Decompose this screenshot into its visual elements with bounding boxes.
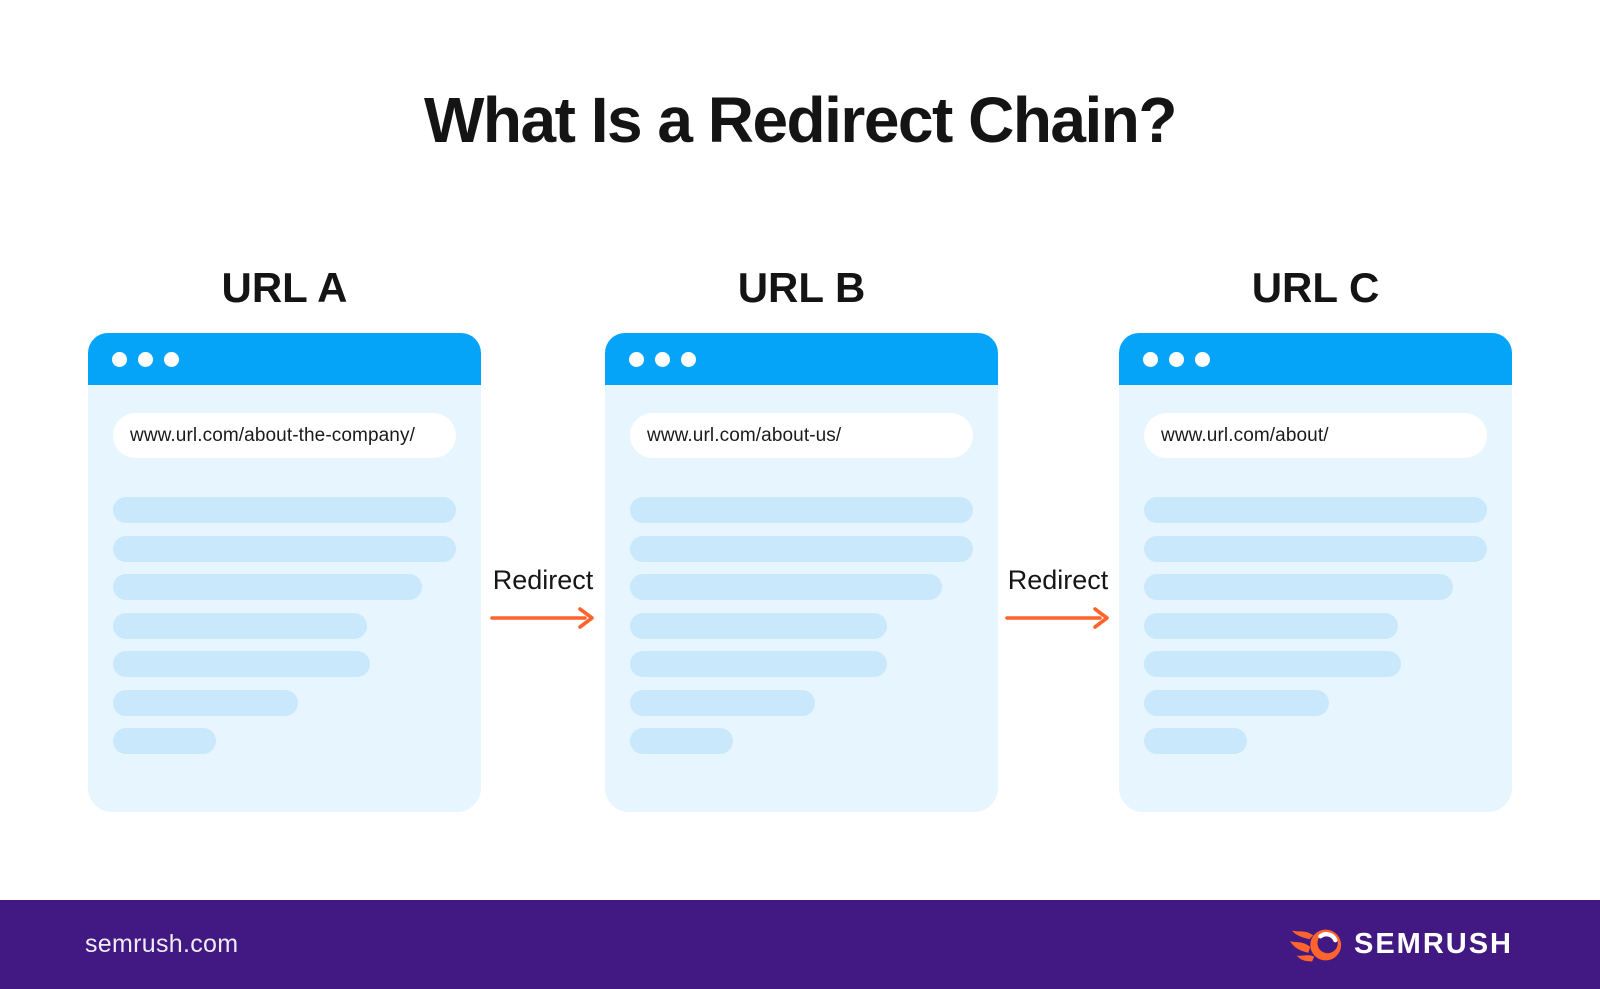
window-control-dot-icon xyxy=(681,351,696,367)
window-control-dot-icon xyxy=(1195,351,1210,367)
browser-label-a: URL A xyxy=(221,264,348,311)
window-content: www.url.com/about/ xyxy=(1119,385,1512,812)
url-bar: www.url.com/about-us/ xyxy=(630,413,973,458)
content-placeholder-line xyxy=(1144,612,1398,639)
browser-label-c: URL C xyxy=(1251,264,1380,311)
window-control-dot-icon xyxy=(164,351,179,367)
window-titlebar xyxy=(1119,333,1512,385)
window-content: www.url.com/about-us/ xyxy=(605,385,998,812)
window-control-dot-icon xyxy=(629,351,644,367)
semrush-logo: SEMRUSH xyxy=(1289,925,1513,965)
window-control-dot-icon xyxy=(138,351,153,367)
content-placeholder-line xyxy=(113,497,456,523)
content-placeholder-line xyxy=(630,574,943,600)
redirect-label: Redirect xyxy=(492,565,594,595)
browser-group-c: URL C www.url.com/about/ xyxy=(1119,266,1512,812)
url-text: www.url.com/about/ xyxy=(1161,424,1329,446)
footer-bar: semrush.com SEMRUSH xyxy=(0,900,1600,989)
right-arrow-icon xyxy=(1005,607,1109,629)
page-title: What Is a Redirect Chain? xyxy=(424,84,1177,156)
url-bar: www.url.com/about-the-company/ xyxy=(113,413,456,458)
content-placeholder-line xyxy=(630,497,973,523)
browser-mockup-c: www.url.com/about/ xyxy=(1119,333,1512,812)
redirect-connector-2: Redirect xyxy=(983,565,1133,631)
content-placeholder-line xyxy=(113,651,371,677)
window-control-dot-icon xyxy=(112,351,127,367)
window-titlebar xyxy=(88,333,481,385)
window-titlebar xyxy=(605,333,998,385)
browser-mockup-a: www.url.com/about-the-company/ xyxy=(88,333,481,812)
content-placeholder-lines xyxy=(1144,497,1487,754)
content-placeholder-line xyxy=(1144,535,1487,562)
content-placeholder-line xyxy=(1144,651,1402,677)
right-arrow-icon xyxy=(490,607,594,629)
window-control-dot-icon xyxy=(655,351,670,367)
content-placeholder-line xyxy=(113,689,299,716)
browser-group-b: URL B www.url.com/about-us/ xyxy=(605,266,998,812)
content-placeholder-lines xyxy=(113,497,456,754)
footer-website: semrush.com xyxy=(85,930,239,958)
content-placeholder-lines xyxy=(630,497,973,754)
url-text: www.url.com/about-the-company/ xyxy=(130,424,415,446)
browser-label-b: URL B xyxy=(737,264,866,311)
content-placeholder-line xyxy=(1144,574,1453,600)
content-placeholder-line xyxy=(1144,689,1330,716)
content-placeholder-line xyxy=(113,535,456,562)
content-placeholder-line xyxy=(630,689,816,716)
redirect-label: Redirect xyxy=(1007,565,1109,595)
content-placeholder-line xyxy=(630,728,733,754)
window-control-dot-icon xyxy=(1143,351,1158,367)
browser-group-a: URL A www.url.com/about-the-company/ xyxy=(88,266,481,812)
content-placeholder-line xyxy=(113,728,216,754)
url-text: www.url.com/about-us/ xyxy=(647,424,842,446)
content-placeholder-line xyxy=(630,651,888,677)
browser-mockup-b: www.url.com/about-us/ xyxy=(605,333,998,812)
content-placeholder-line xyxy=(1144,728,1247,754)
window-content: www.url.com/about-the-company/ xyxy=(88,385,481,812)
redirect-connector-1: Redirect xyxy=(468,565,618,631)
content-placeholder-line xyxy=(113,574,422,600)
semrush-flame-icon xyxy=(1289,929,1342,961)
content-placeholder-line xyxy=(630,612,888,639)
content-placeholder-line xyxy=(630,535,973,562)
url-bar: www.url.com/about/ xyxy=(1144,413,1487,458)
content-placeholder-line xyxy=(1144,497,1487,523)
semrush-wordmark: SEMRUSH xyxy=(1353,928,1513,960)
content-placeholder-line xyxy=(113,612,367,639)
window-control-dot-icon xyxy=(1169,351,1184,367)
